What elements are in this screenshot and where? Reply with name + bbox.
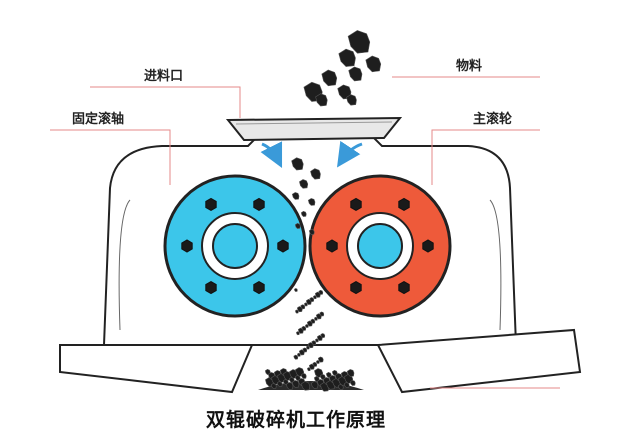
coal-piece bbox=[297, 352, 301, 357]
coal-piece bbox=[317, 356, 324, 363]
leader-fixed-roller bbox=[50, 129, 171, 185]
bolt-icon bbox=[205, 197, 217, 211]
coal-piece bbox=[307, 342, 314, 349]
coal-piece bbox=[304, 302, 308, 307]
coal-piece bbox=[365, 55, 382, 73]
coal-piece bbox=[315, 338, 319, 343]
coal-piece bbox=[338, 48, 356, 67]
coal-piece bbox=[347, 30, 371, 54]
bolt-icon bbox=[253, 281, 265, 295]
main-roller-bolts bbox=[326, 197, 434, 295]
coal-piece bbox=[305, 298, 312, 305]
housing-inner-right bbox=[489, 199, 502, 331]
bolt-icon bbox=[277, 239, 289, 253]
bolt-icon bbox=[422, 239, 434, 253]
coal-piece bbox=[291, 157, 304, 171]
coal-piece bbox=[296, 331, 300, 336]
coal-piece bbox=[314, 316, 318, 321]
coal-piece bbox=[315, 93, 328, 107]
fixed-roller bbox=[163, 174, 307, 318]
coal-piece bbox=[291, 192, 300, 200]
coal-piece bbox=[314, 291, 321, 298]
coal-piece bbox=[349, 379, 356, 386]
coal-piece bbox=[316, 334, 323, 341]
coal-piece bbox=[310, 381, 319, 389]
coal-piece bbox=[306, 320, 313, 327]
coal-piece bbox=[346, 94, 357, 106]
leader-feed-inlet bbox=[90, 86, 241, 118]
flow-arrow-right bbox=[337, 140, 363, 168]
coal-piece bbox=[296, 306, 303, 313]
coal-piece bbox=[348, 66, 363, 82]
coal-piece bbox=[305, 324, 309, 328]
coal-piece bbox=[306, 345, 310, 350]
coal-piece bbox=[310, 168, 321, 180]
diagram-title: 双辊破碎机工作原理 bbox=[206, 408, 386, 431]
housing-inner-left bbox=[118, 199, 131, 331]
coal-piece bbox=[307, 367, 311, 372]
bolt-icon bbox=[326, 239, 338, 253]
coal-piece bbox=[315, 313, 322, 320]
coal-piece bbox=[297, 327, 304, 334]
main-roller bbox=[308, 174, 452, 318]
coal-piece bbox=[307, 198, 316, 206]
base-right bbox=[376, 328, 582, 394]
fixed-roller-bolts bbox=[181, 197, 289, 295]
coal-piece bbox=[321, 69, 338, 87]
output-pile bbox=[264, 367, 356, 392]
coal-piece bbox=[285, 382, 294, 390]
coal-piece bbox=[295, 309, 299, 314]
material-particles bbox=[291, 30, 382, 372]
coal-piece bbox=[299, 179, 309, 189]
bolt-icon bbox=[398, 281, 410, 295]
leader-main-roller bbox=[431, 129, 540, 185]
label-fixed-roller: 固定滚轴 bbox=[72, 111, 124, 127]
coal-piece bbox=[316, 360, 320, 364]
base-left bbox=[59, 344, 254, 394]
coal-piece bbox=[298, 349, 305, 356]
coal-piece bbox=[308, 228, 315, 235]
bolt-icon bbox=[398, 197, 410, 211]
bolt-icon bbox=[181, 239, 193, 253]
feed-hopper-rim bbox=[235, 121, 393, 125]
coal-piece bbox=[346, 369, 355, 377]
coal-piece bbox=[294, 288, 298, 292]
bolt-icon bbox=[253, 197, 265, 211]
label-main-roller: 主滚轮 bbox=[473, 111, 512, 127]
coal-piece bbox=[291, 380, 300, 388]
label-material: 物料 bbox=[456, 58, 482, 74]
feed-hopper bbox=[225, 116, 403, 142]
coal-piece bbox=[313, 295, 317, 300]
bolt-icon bbox=[205, 281, 217, 295]
coal-piece bbox=[300, 210, 307, 217]
coal-piece bbox=[293, 354, 299, 360]
coal-piece bbox=[301, 381, 311, 391]
bolt-icon bbox=[350, 281, 362, 295]
label-feed-inlet: 进料口 bbox=[144, 68, 183, 84]
bolt-icon bbox=[350, 197, 362, 211]
coal-piece bbox=[308, 363, 315, 370]
coal-piece bbox=[294, 222, 301, 229]
coal-piece bbox=[300, 372, 307, 379]
flow-arrow-left bbox=[260, 141, 283, 169]
